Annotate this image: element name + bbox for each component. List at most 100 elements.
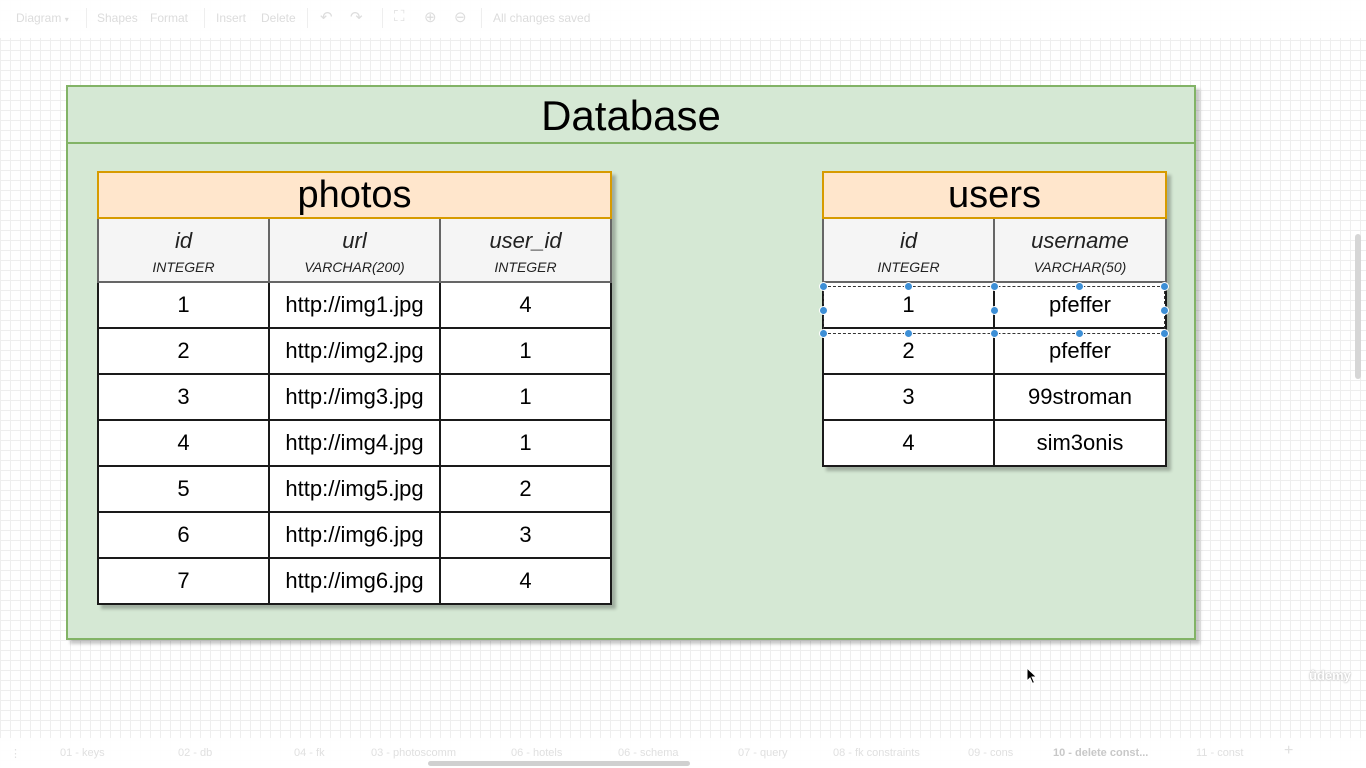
delete-button[interactable]: Delete: [261, 11, 296, 25]
format-button[interactable]: Format: [150, 11, 189, 25]
column-name: url: [342, 228, 367, 253]
shapes-button[interactable]: Shapes: [97, 11, 138, 25]
table-cell[interactable]: http://img4.jpg: [268, 419, 441, 467]
table-cell[interactable]: 3: [822, 373, 995, 421]
resize-handle[interactable]: [819, 282, 828, 291]
undo-icon[interactable]: ↶: [320, 9, 333, 26]
table-cell[interactable]: 99stroman: [992, 373, 1168, 421]
table-cell[interactable]: pfeffer: [992, 281, 1168, 329]
table-cell[interactable]: http://img1.jpg: [268, 281, 441, 329]
resize-handle[interactable]: [1075, 329, 1084, 338]
zoom-out-icon[interactable]: ⊖: [454, 9, 467, 26]
table-cell[interactable]: 7: [97, 557, 270, 605]
page-tab[interactable]: 08 - fk constraints: [833, 747, 920, 759]
resize-handle[interactable]: [1160, 306, 1169, 315]
table-cell[interactable]: 1: [438, 373, 613, 421]
page-tab[interactable]: 06 - hotels: [511, 747, 563, 759]
save-status: All changes saved: [493, 11, 591, 25]
resize-handle[interactable]: [819, 329, 828, 338]
horizontal-scrollbar[interactable]: [428, 761, 690, 766]
table-cell[interactable]: 4: [438, 557, 613, 605]
plus-icon[interactable]: +: [1284, 742, 1294, 759]
table-row: 4 sim3onis: [822, 419, 1168, 467]
caret-down-icon: ▾: [64, 15, 69, 24]
page-tab[interactable]: 03 - photoscomm: [371, 747, 456, 759]
table-cell[interactable]: http://img6.jpg: [268, 557, 441, 605]
column-name: id: [899, 228, 918, 253]
page-tab[interactable]: 04 - fk: [294, 747, 325, 759]
table-cell[interactable]: 4: [822, 419, 995, 467]
table-row-selected: 1 pfeffer: [822, 281, 1168, 329]
toolbar-divider: [382, 8, 383, 28]
vertical-scrollbar[interactable]: [1355, 234, 1361, 379]
resize-handle[interactable]: [990, 282, 999, 291]
users-table-title[interactable]: users: [821, 171, 1168, 219]
table-cell[interactable]: http://img6.jpg: [268, 511, 441, 559]
table-cell[interactable]: 1: [438, 327, 613, 375]
column-name: username: [1031, 228, 1129, 253]
toolbar-divider: [86, 8, 87, 28]
table-cell[interactable]: 2: [97, 327, 270, 375]
table-cell[interactable]: 1: [822, 281, 995, 329]
table-row: 5 http://img5.jpg 2: [97, 465, 613, 513]
table-cell[interactable]: 1: [438, 419, 613, 467]
table-cell[interactable]: 1: [97, 281, 270, 329]
zoom-in-icon[interactable]: ⊕: [424, 9, 437, 26]
table-cell[interactable]: http://img3.jpg: [268, 373, 441, 421]
column-name: user_id: [489, 228, 562, 253]
table-cell[interactable]: 3: [438, 511, 613, 559]
table-row: 1 http://img1.jpg 4: [97, 281, 613, 329]
table-row: 7 http://img6.jpg 4: [97, 557, 613, 605]
table-cell[interactable]: 4: [97, 419, 270, 467]
column-type: INTEGER: [152, 259, 215, 275]
table-cell[interactable]: 2: [438, 465, 613, 513]
diagram-menu-label: Diagram: [16, 11, 62, 25]
insert-button[interactable]: Insert: [216, 11, 247, 25]
tab-menu-icon[interactable]: ⋮: [10, 748, 21, 760]
page-tab-active[interactable]: 10 - delete const...: [1053, 747, 1149, 759]
redo-icon[interactable]: ↷: [350, 9, 363, 26]
page-tab-bar: ⋮ 01 - keys 02 - db 04 - fk 03 - photosc…: [0, 738, 1366, 768]
column-type: INTEGER: [494, 259, 557, 275]
table-row: 6 http://img6.jpg 3: [97, 511, 613, 559]
column-type: VARCHAR(50): [1033, 259, 1127, 275]
resize-handle[interactable]: [1075, 282, 1084, 291]
table-row: 4 http://img4.jpg 1: [97, 419, 613, 467]
photos-table-title[interactable]: photos: [96, 171, 613, 219]
page-tab[interactable]: 11 - const: [1196, 747, 1244, 759]
diagram-menu[interactable]: Diagram ▾: [16, 11, 69, 25]
page-tab[interactable]: 01 - keys: [60, 747, 105, 759]
page-tab[interactable]: 06 - schema: [618, 747, 679, 759]
table-cell[interactable]: http://img2.jpg: [268, 327, 441, 375]
toolbar-divider: [307, 8, 308, 28]
table-cell[interactable]: 5: [97, 465, 270, 513]
fullscreen-icon[interactable]: ⛶: [394, 8, 405, 25]
resize-handle[interactable]: [990, 306, 999, 315]
column-name: id: [174, 228, 193, 253]
table-cell[interactable]: 3: [97, 373, 270, 421]
mouse-cursor-icon: [1026, 667, 1038, 685]
resize-handle[interactable]: [904, 329, 913, 338]
table-cell[interactable]: sim3onis: [992, 419, 1168, 467]
resize-handle[interactable]: [1160, 282, 1169, 291]
page-tab[interactable]: 02 - db: [178, 747, 213, 759]
resize-handle[interactable]: [1160, 329, 1169, 338]
resize-handle[interactable]: [990, 329, 999, 338]
table-cell[interactable]: 4: [438, 281, 613, 329]
page-tab[interactable]: 07 - query: [738, 747, 788, 759]
selection-box[interactable]: [819, 282, 1169, 338]
page-tab[interactable]: 09 - cons: [968, 747, 1014, 759]
resize-handle[interactable]: [819, 306, 828, 315]
column-type: VARCHAR(200): [304, 259, 405, 275]
watermark: ûdemy: [1309, 668, 1351, 683]
toolbar-divider: [481, 8, 482, 28]
table-cell[interactable]: 6: [97, 511, 270, 559]
resize-handle[interactable]: [904, 282, 913, 291]
table-cell[interactable]: http://img5.jpg: [268, 465, 441, 513]
